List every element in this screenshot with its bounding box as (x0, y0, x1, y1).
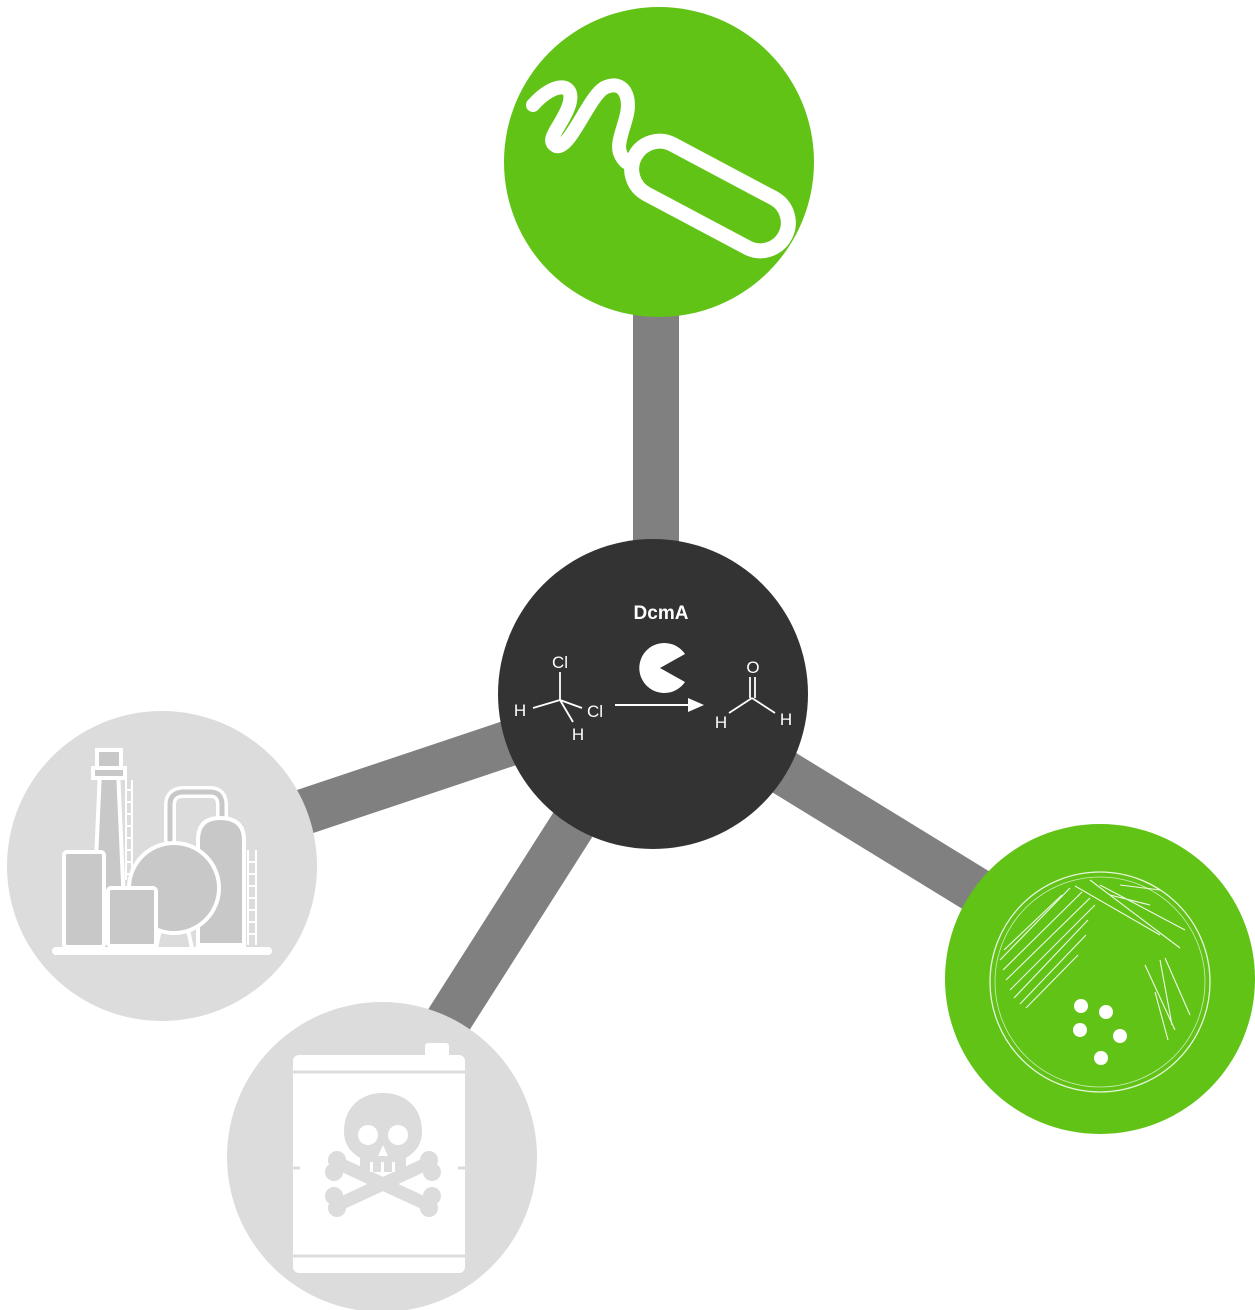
factory-node (7, 711, 317, 1021)
toxic-barrel-node (227, 1002, 537, 1310)
center-node: DcmA Cl Cl H H (498, 539, 808, 849)
reaction-arrow (615, 698, 704, 712)
atom-o: O (746, 658, 759, 677)
atom-cl-right: Cl (587, 702, 603, 721)
bacterium-icon (526, 78, 796, 259)
enzyme-pacman-icon (639, 643, 685, 693)
bacterium-node (504, 7, 814, 317)
enzyme-label: DcmA (634, 603, 689, 624)
petri-dish-node (945, 824, 1255, 1134)
toxic-barrel-icon (293, 1043, 465, 1273)
atom-h-left: H (715, 713, 727, 732)
factory-icon (52, 748, 272, 955)
formaldehyde-structure: O H H (715, 658, 792, 732)
skull-crossbones-icon (325, 1093, 441, 1217)
atom-h-left: H (514, 701, 526, 720)
atom-h-right: H (780, 710, 792, 729)
atom-cl-top: Cl (552, 653, 568, 672)
dichloromethane-structure: Cl Cl H H (514, 653, 603, 744)
petri-dish-icon (989, 871, 1211, 1093)
atom-h-bottom: H (572, 725, 584, 744)
